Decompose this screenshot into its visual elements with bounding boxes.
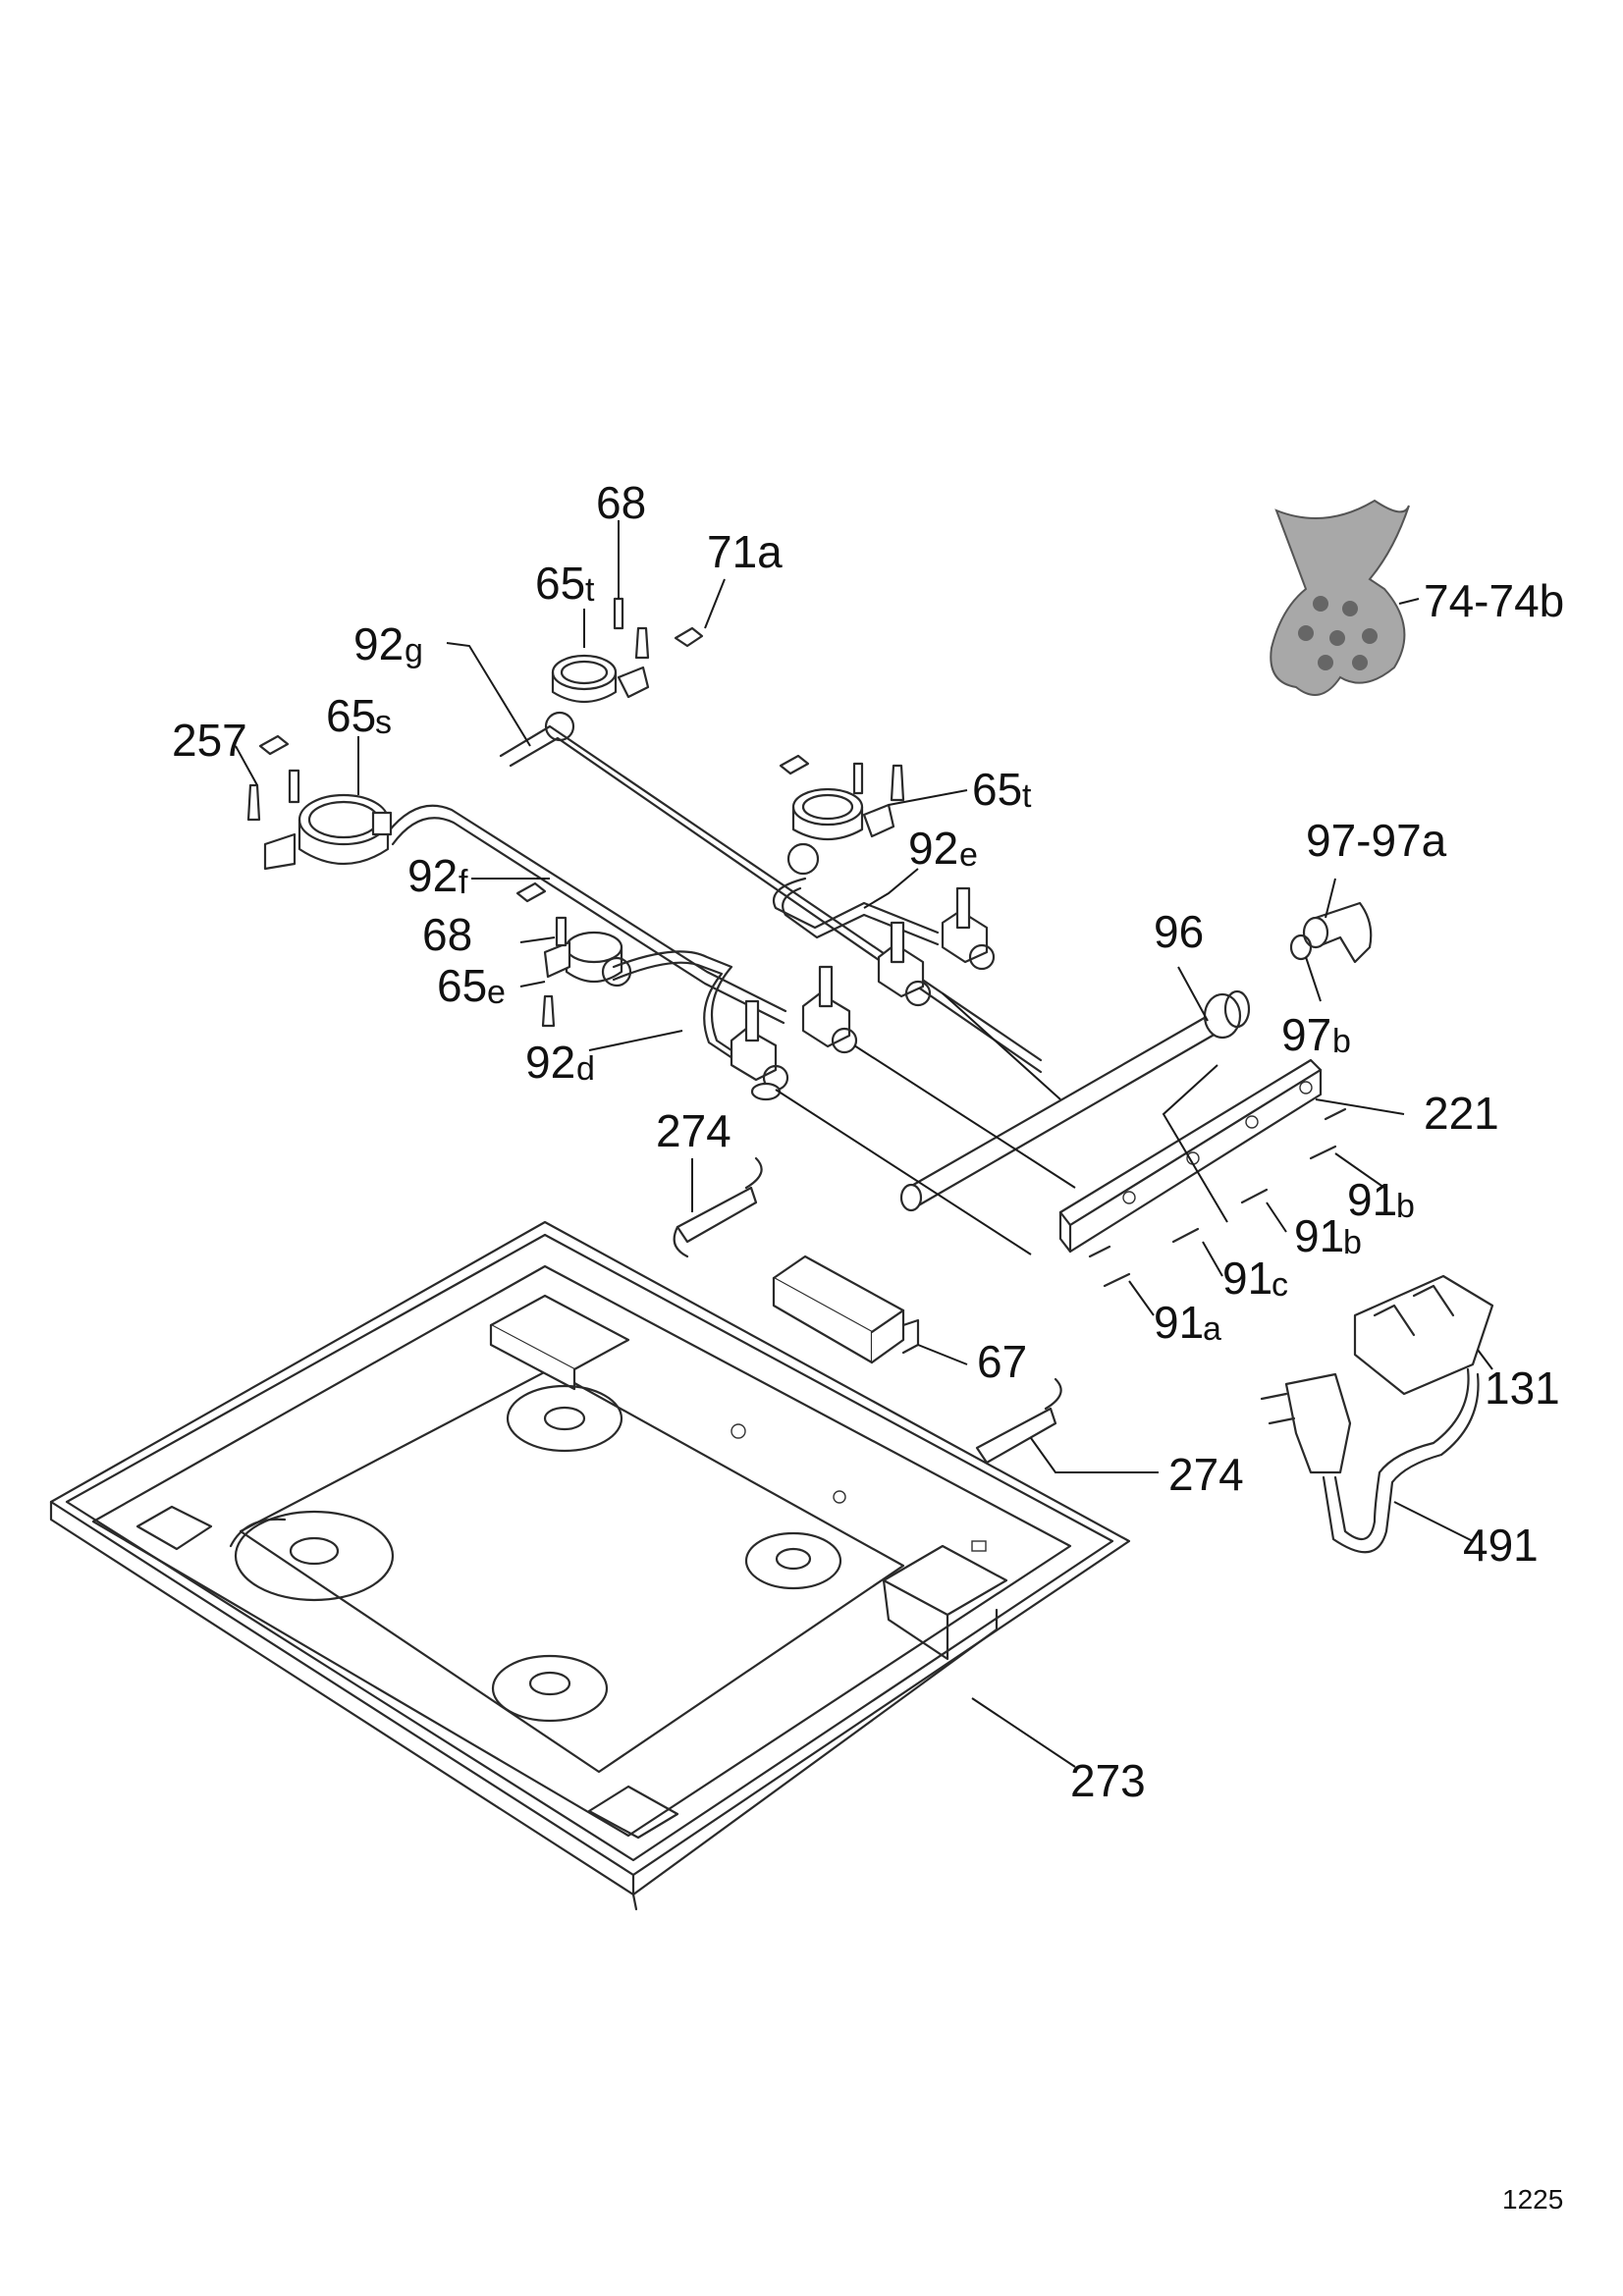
label-257: 257	[172, 715, 247, 766]
label-131: 131	[1485, 1362, 1560, 1414]
label-92d-sub: d	[576, 1050, 595, 1088]
label-97b-sub: b	[1332, 1023, 1351, 1060]
label-91b-1-sub: b	[1396, 1188, 1415, 1225]
label-65s-sub: s	[375, 704, 392, 741]
label-274-top: 274	[656, 1105, 731, 1156]
screws	[1088, 1107, 1347, 1288]
label-91b-2-sub: b	[1343, 1224, 1362, 1261]
label-91b-1: 91	[1347, 1174, 1397, 1225]
label-65e-sub: e	[487, 974, 506, 1011]
label-97-97a: 97-97a	[1306, 815, 1447, 866]
burner-seat-left	[234, 1510, 395, 1602]
label-92d: 92	[525, 1037, 575, 1088]
bracket-274-bottom	[975, 1377, 1062, 1465]
label-92e: 92	[908, 823, 958, 874]
label-92f: 92	[407, 850, 458, 901]
label-65e: 65	[437, 960, 487, 1011]
label-221: 221	[1424, 1088, 1499, 1139]
burner-seat-front	[491, 1654, 609, 1723]
label-91a: 91	[1154, 1297, 1204, 1348]
valve-4	[941, 886, 996, 971]
label-92e-sub: e	[959, 836, 978, 874]
label-92f-sub: f	[459, 864, 468, 901]
burner-body-65t-mid	[786, 787, 895, 876]
burner-seat-rear	[506, 1384, 623, 1453]
label-491: 491	[1463, 1520, 1539, 1571]
label-67: 67	[977, 1336, 1027, 1387]
label-71a: 71a	[707, 526, 783, 577]
label-274-bottom: 274	[1168, 1449, 1244, 1500]
valve-2	[801, 965, 858, 1054]
elbow-fitting-97	[1289, 901, 1373, 964]
power-cord-491	[1260, 1367, 1480, 1554]
label-273: 273	[1070, 1755, 1146, 1806]
label-92g-sub: g	[405, 632, 423, 669]
valve-3	[877, 921, 932, 1007]
ignition-box-67	[772, 1255, 920, 1364]
label-91c-sub: c	[1271, 1266, 1288, 1304]
clips	[258, 626, 810, 903]
burner-body-65t-top	[544, 654, 650, 742]
labels: 68 71a 65 t 92 g 257 65 s 65 t 92 e 92 f…	[172, 477, 1564, 2215]
label-68-top: 68	[596, 477, 646, 528]
burner-body-65e	[543, 931, 632, 988]
terminal-block-131	[1353, 1274, 1494, 1396]
hob-tray	[49, 1220, 1131, 1911]
label-65t-mid-sub: t	[1022, 777, 1032, 815]
page-number: 1225	[1502, 2184, 1563, 2215]
inlet-tube-96	[899, 989, 1251, 1212]
label-65s: 65	[326, 690, 376, 741]
gas-manifold-pipe	[386, 724, 1043, 1074]
label-68-mid: 68	[422, 909, 472, 960]
label-92g: 92	[353, 618, 404, 669]
label-65t-mid: 65	[972, 764, 1022, 815]
injector-bag-74	[1270, 499, 1410, 696]
label-91c: 91	[1222, 1253, 1272, 1304]
label-96: 96	[1154, 906, 1204, 957]
burner-seat-right	[744, 1531, 842, 1590]
label-65t-top-sub: t	[585, 571, 595, 609]
label-97b: 97	[1281, 1009, 1331, 1060]
bracket-274-top	[673, 1156, 763, 1258]
valve-support-rail	[1058, 1058, 1323, 1254]
label-91a-sub: a	[1203, 1310, 1221, 1348]
burner-body-65s	[263, 793, 393, 871]
label-74-74b: 74-74b	[1424, 575, 1564, 626]
valve-1	[730, 999, 789, 1101]
leader-lines	[235, 520, 1493, 1768]
label-65t-top: 65	[535, 558, 585, 609]
label-91b-2: 91	[1294, 1210, 1344, 1261]
